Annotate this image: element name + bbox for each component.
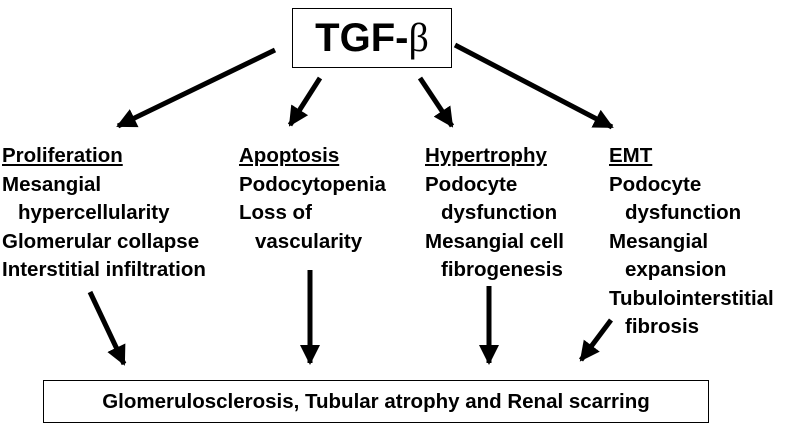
column-line: vascularity <box>255 229 363 253</box>
column-line: Podocyte <box>425 172 518 196</box>
column-heading: EMT <box>609 144 653 167</box>
arrow-tgf-to-proliferation <box>116 47 277 129</box>
column-line: Glomerular collapse <box>2 229 200 253</box>
column-line: fibrogenesis <box>441 258 563 281</box>
arrow-emt-to-outcome <box>579 318 613 362</box>
column-line: Mesangial cell <box>425 229 565 253</box>
outcome-text: Glomerulosclerosis, Tubular atrophy and … <box>102 389 650 413</box>
column-line: Mesangial <box>609 229 709 253</box>
outcome-box: Glomerulosclerosis, Tubular atrophy and … <box>43 380 709 423</box>
column-line: dysfunction <box>441 201 558 224</box>
column-line: Interstitial infiltration <box>2 258 206 281</box>
arrow-tgf-to-emt <box>453 42 614 130</box>
arrow-tgf-to-apoptosis <box>287 76 323 127</box>
column-line: Podocytopenia <box>239 172 386 196</box>
beta-symbol: β <box>408 15 429 60</box>
column-line: Loss of <box>239 201 312 224</box>
column-line: Mesangial <box>2 172 102 196</box>
arrow-tgf-to-hypertrophy <box>417 76 455 128</box>
column-line: Podocyte <box>609 172 702 196</box>
column-heading: Apoptosis <box>239 144 340 167</box>
column-line: Tubulointerstitial <box>609 286 774 310</box>
tgf-prefix: TGF- <box>315 16 409 60</box>
column-heading: Hypertrophy <box>425 144 547 167</box>
column-line: dysfunction <box>625 201 742 224</box>
column-line: expansion <box>625 258 727 281</box>
column-line: fibrosis <box>625 315 700 338</box>
column-line: hypercellularity <box>18 201 170 224</box>
tgf-beta-box: TGF-β <box>292 8 452 68</box>
column-heading: Proliferation <box>2 144 123 167</box>
arrow-proliferation-to-outcome <box>87 290 127 366</box>
